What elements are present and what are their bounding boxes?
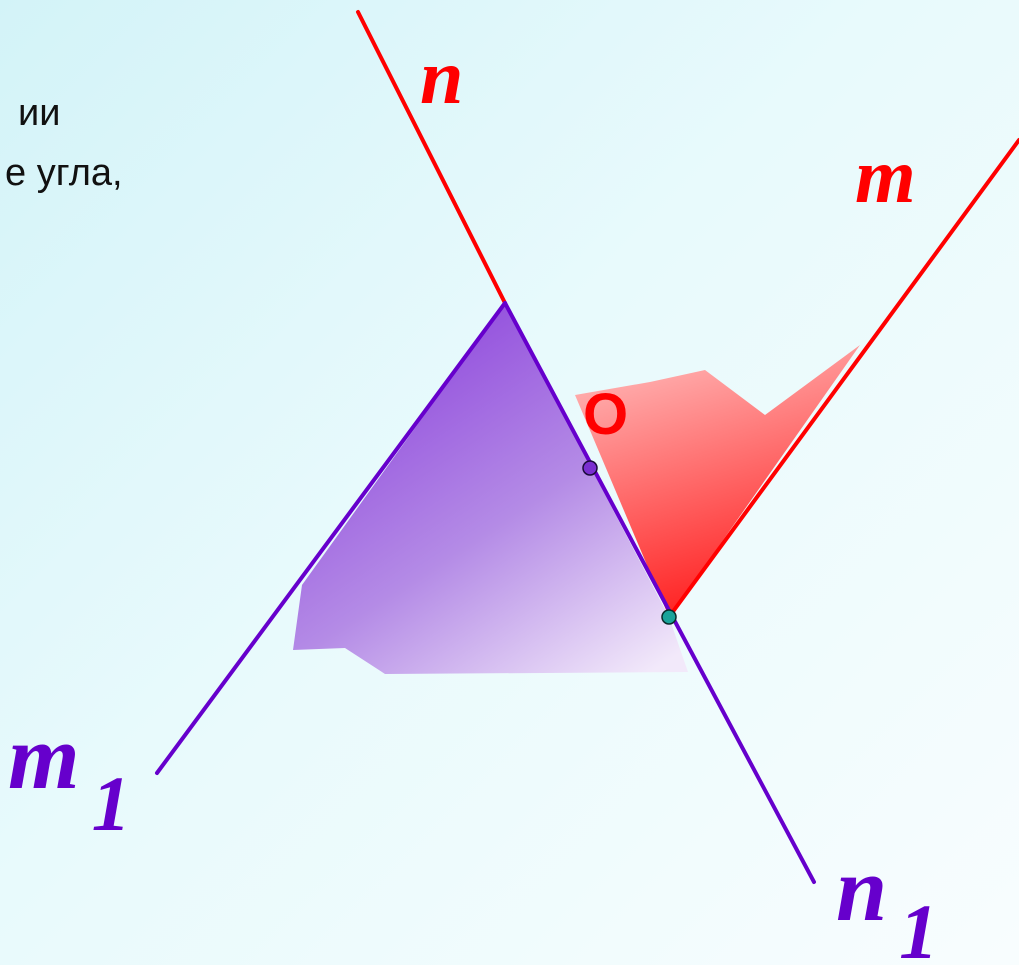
partial-text-line-1: ии [18, 92, 61, 134]
label-n1-subscript: 1 [899, 888, 938, 965]
label-n1-base: n [836, 838, 887, 940]
point-teal [661, 609, 677, 625]
line-n1-purple [503, 301, 816, 884]
point-purple [582, 460, 598, 476]
label-n1: n 1 [836, 838, 938, 965]
label-n: n [420, 33, 463, 120]
label-m1: m 1 [8, 706, 131, 847]
label-m1-base: m [8, 706, 80, 808]
purple-half-plane [293, 303, 688, 674]
red-half-plane [575, 345, 860, 617]
label-m: m [855, 132, 916, 219]
partial-text-line-2: е угла, [5, 152, 123, 194]
line-n-red [356, 10, 507, 305]
line-m-red [667, 138, 1019, 619]
label-m1-subscript: 1 [92, 760, 131, 847]
line-m1-purple [155, 301, 507, 775]
label-o: O [583, 382, 628, 447]
